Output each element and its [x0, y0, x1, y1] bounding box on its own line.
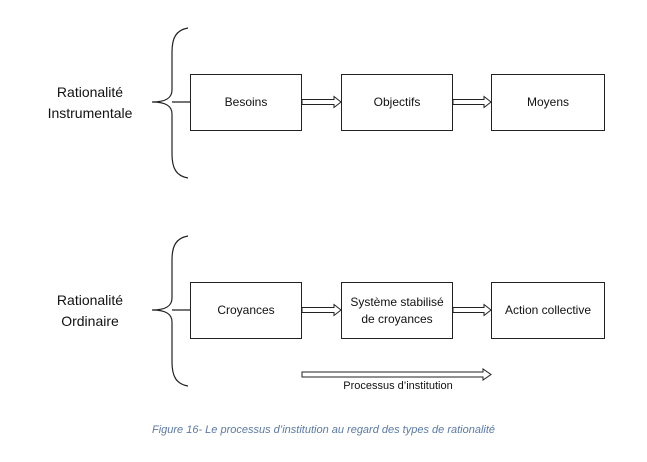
box-systeme: Système stabilisé de croyances: [341, 282, 453, 339]
brace-ordinaire: [151, 235, 189, 387]
process-arrow: [301, 368, 492, 381]
box-croyances: Croyances: [190, 282, 302, 339]
process-label: Processus d’institution: [343, 380, 453, 392]
box-moyens: Moyens: [491, 74, 605, 131]
box-objectifs-text: Objectifs: [373, 95, 421, 109]
box-action-collective: Action collective: [491, 282, 605, 339]
box-besoins: Besoins: [190, 74, 302, 131]
box-systeme-line2: de croyances: [361, 311, 433, 326]
figure-caption: Figure 16- Le processus d’institution au…: [151, 424, 496, 436]
arrow-besoins-objectifs: [301, 95, 342, 109]
brace-instrumental: [151, 27, 189, 179]
box-besoins-text: Besoins: [224, 95, 268, 109]
row-label-ordinaire-line2: Ordinaire: [61, 313, 119, 329]
arrow-croyances-systeme: [301, 303, 342, 317]
box-action-collective-text: Action collective: [504, 303, 592, 317]
box-croyances-text: Croyances: [217, 303, 275, 317]
row-label-instrumental-line1: Rationalité: [56, 84, 124, 100]
box-systeme-line1: Système stabilisé: [350, 294, 444, 309]
box-moyens-text: Moyens: [526, 95, 570, 109]
row-label-ordinaire: Rationalité Ordinaire: [30, 290, 150, 332]
row-label-ordinaire-line1: Rationalité: [56, 292, 124, 308]
arrow-objectifs-moyens: [452, 95, 492, 109]
box-objectifs: Objectifs: [341, 74, 453, 131]
arrow-systeme-action: [452, 303, 492, 317]
row-label-instrumental: Rationalité Instrumentale: [30, 82, 150, 124]
row-label-instrumental-line2: Instrumentale: [47, 105, 133, 121]
